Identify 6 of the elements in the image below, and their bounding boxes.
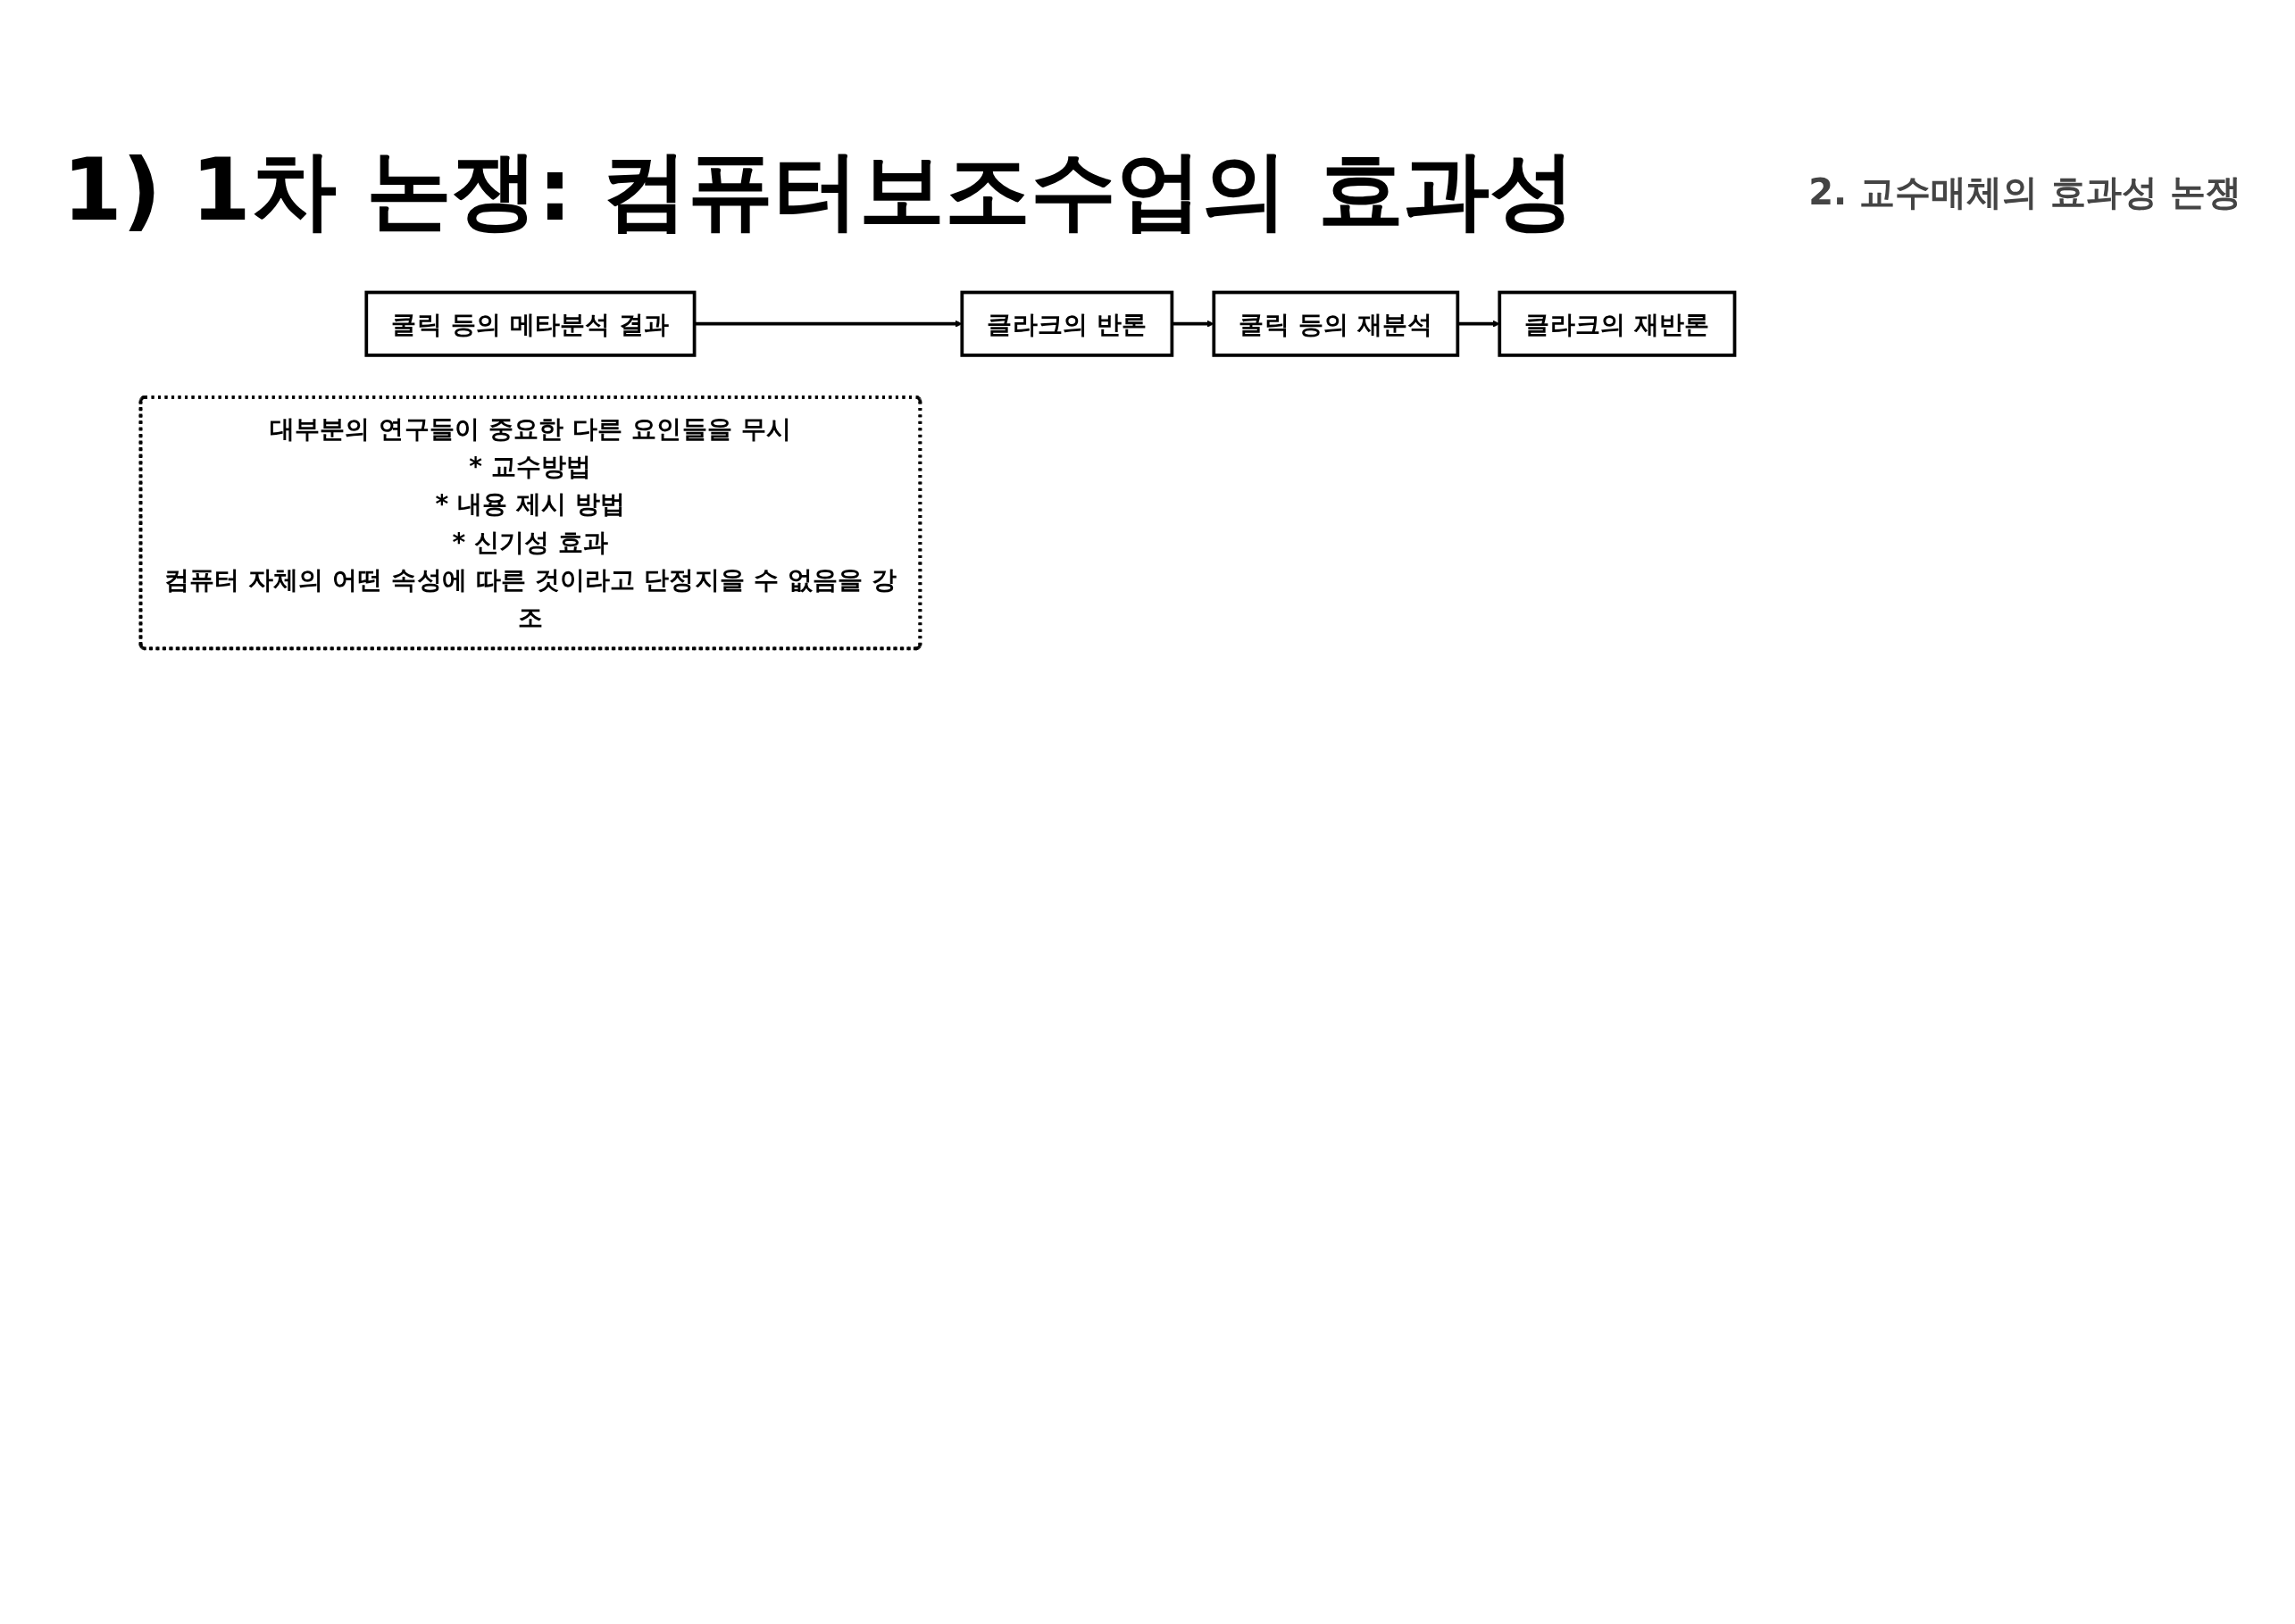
node-box: 쿨릭 등의 메타분석 결과 bbox=[364, 290, 697, 357]
node-box: 클라크의 반론 bbox=[960, 290, 1174, 357]
node-box: 쿨릭 등의 재분석 bbox=[1212, 290, 1460, 357]
slide-title: 1) 1차 논쟁: 컴퓨터보조수업의 효과성 bbox=[63, 139, 1575, 242]
node-box: 클라크의 재반론 bbox=[1498, 290, 1737, 357]
section-label: 2. 교수매체의 효과성 논쟁 bbox=[1808, 171, 2241, 212]
